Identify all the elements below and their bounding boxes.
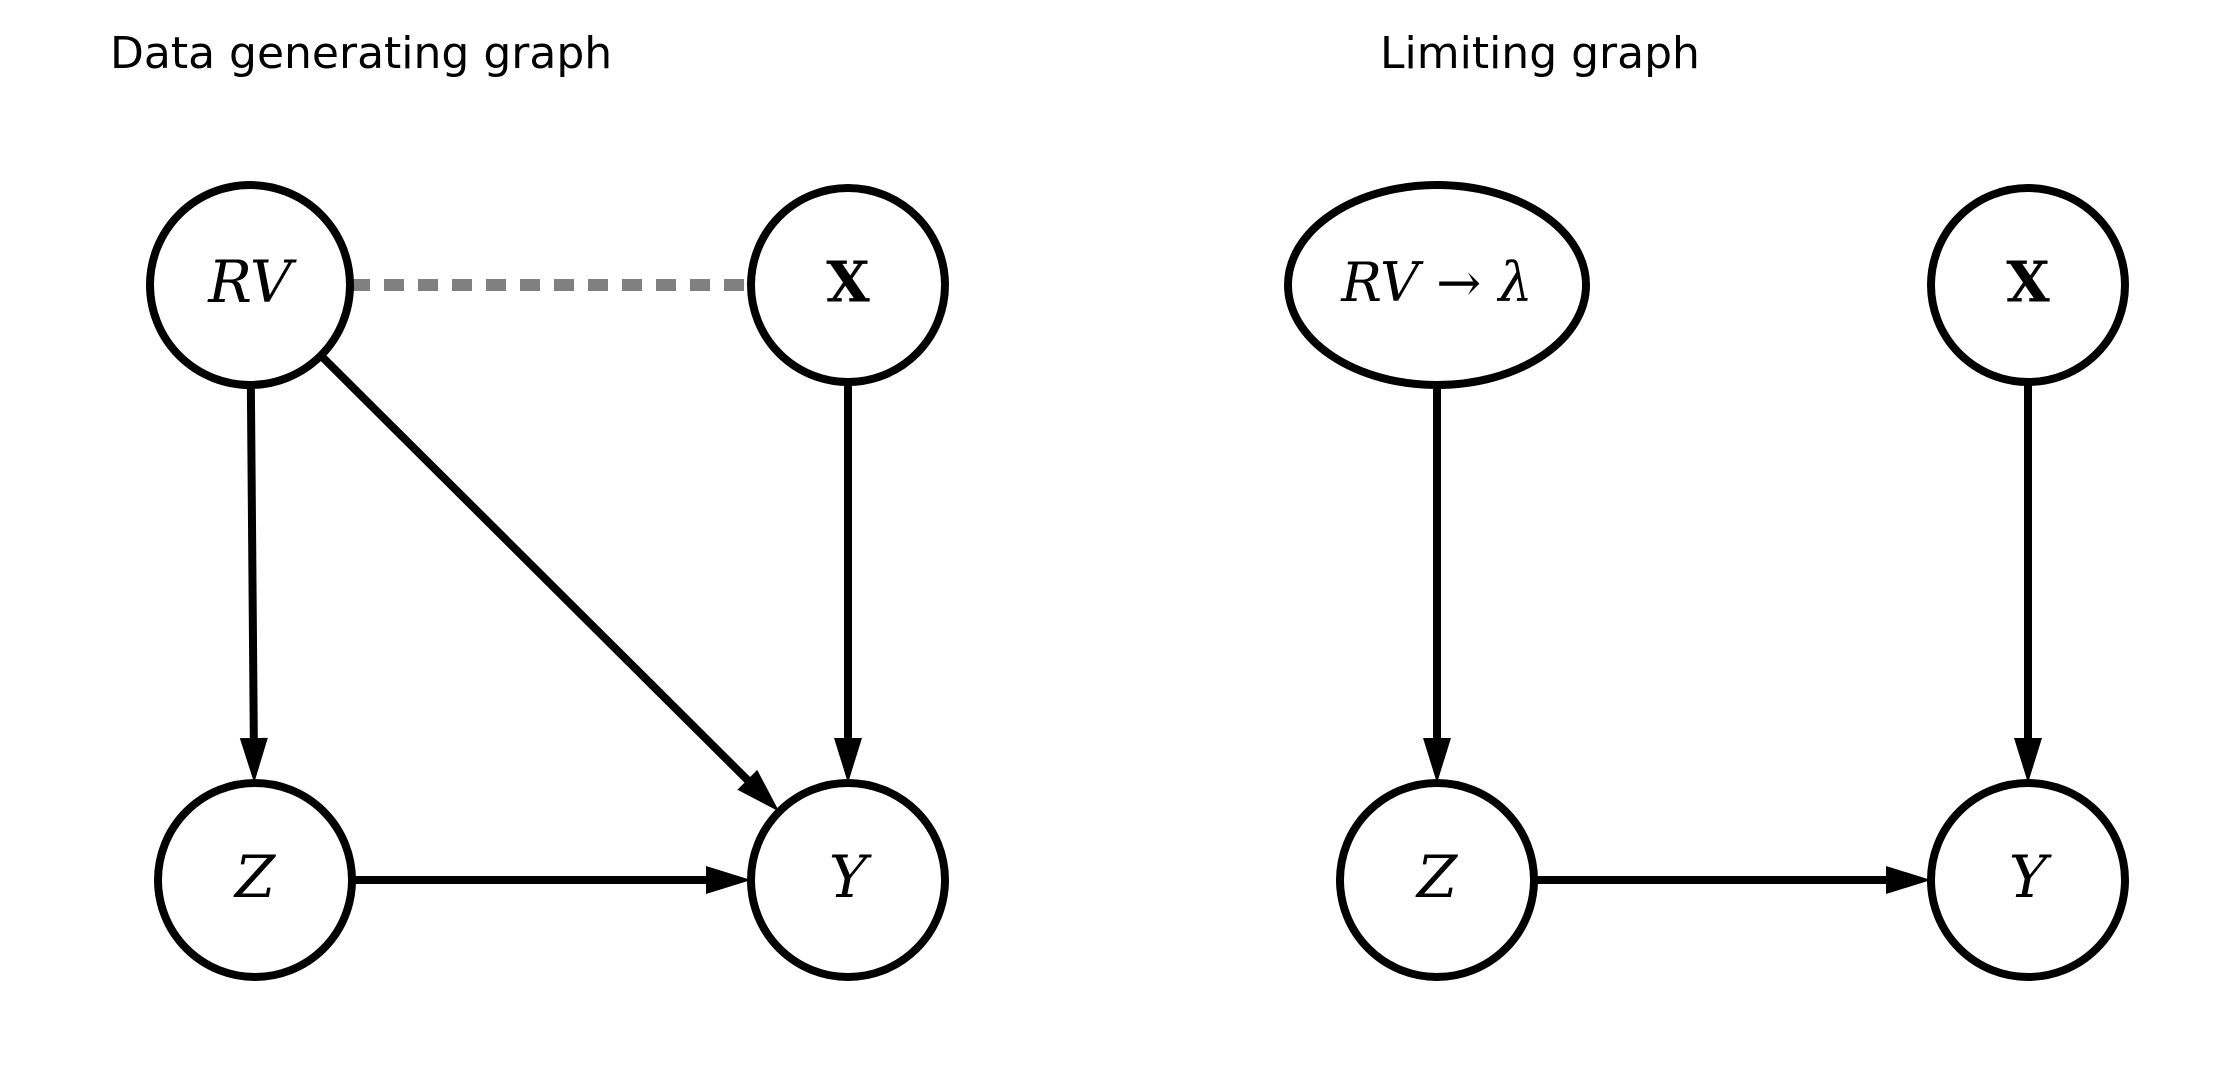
edge-rv-z xyxy=(239,384,268,784)
node-label-rv-lambda: RV → λ xyxy=(1340,251,1533,314)
node-shape-rv-lambda xyxy=(1284,181,1590,389)
panel-title-data-generating-graph: Data generating graph xyxy=(110,28,612,79)
edges-limiting-graph xyxy=(1423,382,2042,894)
node-label-x: X xyxy=(826,250,870,316)
edge-z-y xyxy=(352,866,751,894)
arrowhead-z2-y2 xyxy=(1886,866,1931,894)
node-label-y: Y xyxy=(829,843,872,911)
node-shape-z2 xyxy=(1336,779,1538,981)
node-rv-lambda[interactable]: RV → λ xyxy=(1284,181,1590,389)
node-label-z: Z xyxy=(233,843,277,911)
arrowhead-rvl-z2 xyxy=(1423,738,1451,783)
edge-line-rv-z xyxy=(246,384,258,742)
node-shape-y xyxy=(747,779,949,981)
arrowhead-x2-y2 xyxy=(2014,738,2042,783)
node-label-x2: X xyxy=(2006,250,2050,316)
edge-rvl-z2 xyxy=(1423,385,1451,783)
node-label-rv: RV xyxy=(207,248,297,316)
edge-rv-y xyxy=(318,352,780,812)
arrowhead-z-y xyxy=(706,866,751,894)
node-label-y2: Y xyxy=(2009,843,2052,911)
node-x2[interactable]: X xyxy=(1927,184,2129,386)
node-shape-x xyxy=(747,184,949,386)
edge-x2-y2 xyxy=(2014,382,2042,783)
arrowhead-x-y xyxy=(834,738,862,783)
node-shape-rv xyxy=(146,181,354,389)
node-shape-z xyxy=(154,779,356,981)
node-label-z2: Z xyxy=(1415,843,1459,911)
panel-title-limiting-graph: Limiting graph xyxy=(1380,28,1700,79)
node-z2[interactable]: Z xyxy=(1336,779,1538,981)
node-x[interactable]: X xyxy=(747,184,949,386)
node-rv[interactable]: RV xyxy=(146,181,354,389)
arrowhead-rv-y xyxy=(737,769,780,812)
node-z[interactable]: Z xyxy=(154,779,356,981)
node-shape-y2 xyxy=(1927,779,2129,981)
node-y2[interactable]: Y xyxy=(1927,779,2129,981)
nodes-limiting-graph: RV → λ X Z Y xyxy=(1284,181,2129,981)
edge-x-y xyxy=(834,382,862,783)
edge-z2-y2 xyxy=(1534,866,1931,894)
arrowhead-rv-z xyxy=(239,737,268,784)
node-y[interactable]: Y xyxy=(747,779,949,981)
nodes-data-generating-graph: RV X Z Y xyxy=(146,181,949,981)
panel-limiting-graph: Limiting graph RV → λ X Z Y xyxy=(1284,28,2129,981)
edges-data-generating-graph xyxy=(239,279,862,894)
edge-line-rv-y xyxy=(318,352,753,785)
node-shape-x2 xyxy=(1927,184,2129,386)
